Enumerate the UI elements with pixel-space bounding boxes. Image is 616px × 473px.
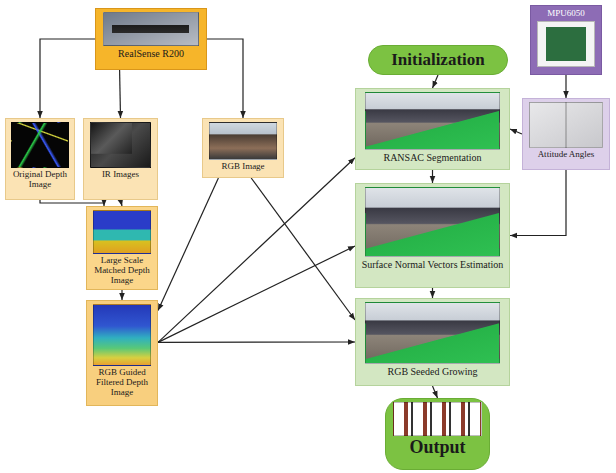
node-label: Large Scale Matched Depth Image — [90, 256, 154, 286]
image-box: RGB Image — [202, 118, 284, 178]
node-label: Initialization — [391, 51, 485, 70]
sensor-box: MPU6050 — [530, 5, 602, 75]
thumbnail-picture — [529, 102, 603, 148]
process-box: RANSAC Segmentation — [355, 88, 510, 170]
flow-arrow — [121, 290, 122, 300]
thumbnail-picture — [365, 92, 500, 150]
thumbnail-picture — [90, 122, 152, 168]
node-label: RGB Image — [221, 162, 264, 172]
image-box: Original Depth Image — [5, 118, 75, 200]
flow-arrow — [432, 170, 433, 183]
image-box: IR Images — [83, 118, 158, 200]
node-label: Output — [409, 438, 465, 458]
flow-arrow — [510, 170, 566, 236]
process-box: RGB Guided Filtered Depth Image — [86, 300, 158, 406]
sensor-box: RealSense R200 — [95, 8, 207, 70]
process-box: RGB Seeded Growing — [355, 298, 510, 386]
node-label: RGB Guided Filtered Depth Image — [90, 368, 154, 398]
process-box: Attitude Angles — [522, 98, 610, 170]
flow-arrow — [119, 70, 121, 118]
flow-arrow — [251, 178, 355, 320]
node-label: IR Images — [102, 170, 139, 180]
flow-arrow — [432, 288, 433, 298]
thumbnail-picture — [93, 210, 152, 254]
flow-arrow — [158, 341, 355, 343]
process-box: Surface Normal Vectors Estimation — [355, 183, 510, 288]
thumbnail-picture — [11, 122, 68, 168]
flow-arrow — [433, 386, 438, 398]
flow-arrow — [565, 75, 566, 98]
thumbnail-picture — [393, 402, 482, 436]
thumbnail-picture — [365, 187, 500, 257]
node-label: RGB Seeded Growing — [388, 366, 478, 377]
thumbnail-picture — [209, 122, 277, 160]
thumbnail-picture — [103, 12, 199, 46]
flow-arrow — [510, 129, 522, 134]
node-label: RANSAC Segmentation — [383, 152, 481, 163]
node-label: Surface Normal Vectors Estimation — [362, 259, 504, 270]
thumbnail-picture — [537, 21, 596, 67]
flow-arrow — [433, 75, 439, 88]
flow-arrow — [207, 39, 243, 118]
node-label: Attitude Angles — [538, 150, 595, 160]
thumbnail-picture — [93, 304, 152, 366]
end-pill: Output — [385, 398, 490, 470]
flow-arrow — [158, 246, 355, 342]
flow-arrow — [158, 158, 355, 343]
flow-arrow — [40, 39, 95, 118]
start-pill: Initialization — [368, 45, 508, 75]
node-label: RealSense R200 — [118, 48, 184, 59]
node-label: Original Depth Image — [9, 170, 71, 190]
thumbnail-picture — [365, 302, 500, 364]
process-box: Large Scale Matched Depth Image — [86, 206, 158, 290]
flow-arrow — [158, 178, 218, 311]
node-label: MPU6050 — [547, 9, 585, 19]
